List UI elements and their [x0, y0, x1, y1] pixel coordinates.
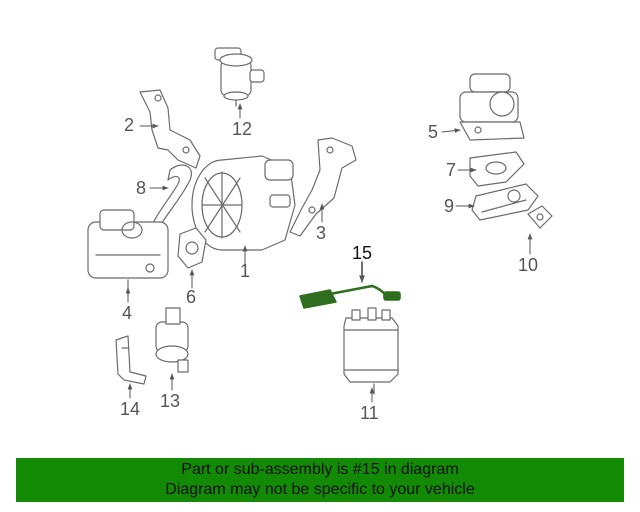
- callout-5: 5: [428, 122, 439, 142]
- part-4-valve-block[interactable]: [88, 210, 168, 296]
- callout-6: 6: [186, 287, 197, 307]
- part-7-gasket[interactable]: [470, 152, 524, 186]
- callout-15: 15: [352, 243, 373, 263]
- callout-14: 14: [120, 399, 141, 419]
- part-15-sensor-hose[interactable]: [300, 262, 400, 308]
- callout-2: 2: [124, 115, 135, 135]
- banner-line-1: Part or sub-assembly is #15 in diagram: [181, 461, 459, 478]
- part-11-canister[interactable]: [344, 308, 398, 394]
- parts-diagram: [0, 0, 640, 403]
- callout-11: 11: [360, 403, 379, 423]
- part-10-gasket[interactable]: [528, 206, 552, 228]
- part-8-hose[interactable]: [150, 165, 191, 230]
- callout-10: 10: [518, 255, 539, 275]
- part-2-bracket[interactable]: [140, 90, 200, 168]
- callout-4: 4: [122, 303, 133, 323]
- info-banner: Part or sub-assembly is #15 in diagram D…: [16, 458, 624, 502]
- leader-lines: [125, 103, 533, 403]
- callout-7: 7: [446, 160, 457, 180]
- callout-13: 13: [160, 391, 181, 411]
- part-9-flange[interactable]: [472, 184, 538, 220]
- part-6-gasket[interactable]: [178, 228, 206, 268]
- callout-8: 8: [136, 178, 147, 198]
- part-12-valve[interactable]: [215, 48, 264, 106]
- part-13-solenoid[interactable]: [156, 308, 188, 372]
- part-3-bracket[interactable]: [290, 138, 356, 236]
- callout-1: 1: [240, 261, 251, 281]
- banner-line-2: Diagram may not be specific to your vehi…: [165, 481, 475, 498]
- callout-12: 12: [232, 119, 253, 139]
- part-1-air-pump[interactable]: [192, 156, 295, 250]
- callout-9: 9: [444, 196, 455, 216]
- part-14-bracket[interactable]: [116, 336, 146, 384]
- part-5-egr-valve[interactable]: [460, 74, 524, 140]
- callout-3: 3: [316, 223, 327, 243]
